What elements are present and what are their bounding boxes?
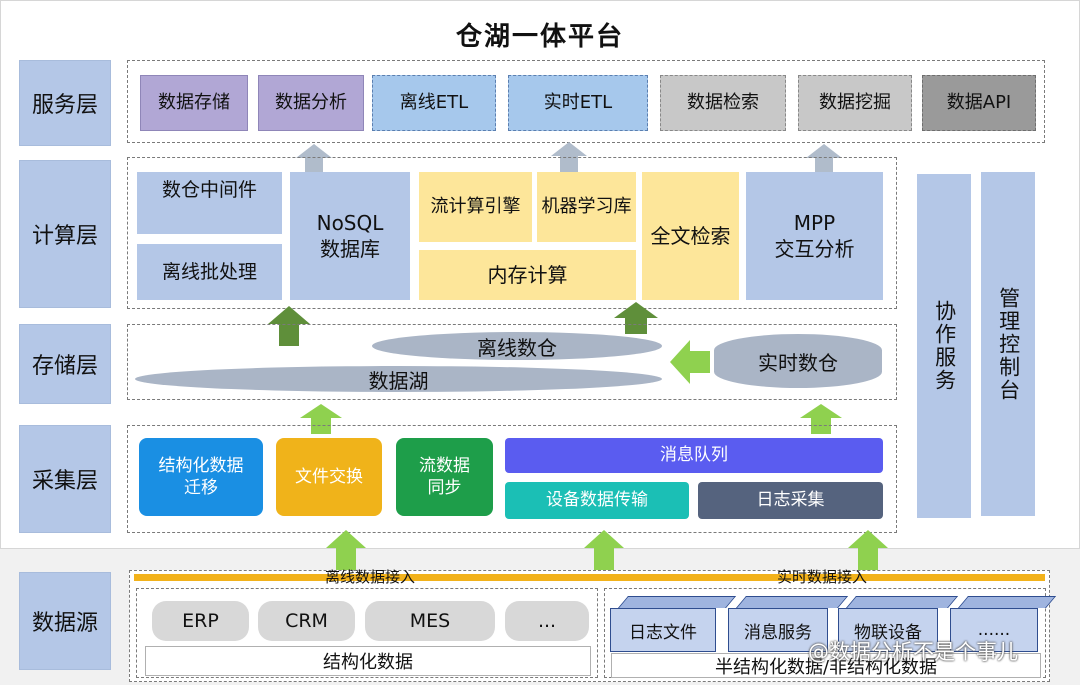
storage-realtime-dw: 实时数仓: [714, 334, 882, 388]
unstructured-data-label: 半结构化数据/非结构化数据: [611, 653, 1041, 678]
cube-top: [736, 596, 849, 608]
side-collab-label: 协作服务: [932, 300, 957, 392]
layer-service: 服务层: [19, 60, 111, 146]
compute-fulltext-search: 全文检索: [642, 172, 739, 300]
source-log-files: 日志文件: [610, 608, 716, 652]
structured-data-label: 结构化数据: [145, 646, 591, 676]
ingest-structured-migration: 结构化数据 迁移: [139, 438, 263, 516]
ingest-file-exchange: 文件交换: [276, 438, 382, 516]
arrow-up-icon: [268, 306, 310, 346]
service-data-mining: 数据挖掘: [798, 75, 912, 131]
service-layer-frame: [127, 60, 1045, 143]
compute-stream-engine: 流计算引擎: [419, 172, 532, 242]
layer-storage: 存储层: [19, 324, 111, 404]
arrow-up-icon: [584, 530, 624, 570]
structured-source-frame: [136, 588, 598, 678]
arrow-up-icon: [806, 144, 842, 174]
source-mes: MES: [365, 601, 495, 641]
arrow-left-icon: [670, 340, 710, 384]
compute-dw-middleware: 数仓中间件: [137, 172, 282, 234]
service-offline-etl: 离线ETL: [372, 75, 496, 131]
compute-layer-frame: [127, 157, 897, 309]
cube-top: [618, 596, 737, 608]
ingest-structured-label: 结构化数据 迁移: [158, 455, 244, 498]
arrow-up-icon: [800, 404, 842, 434]
compute-ml-library: 机器学习库: [537, 172, 636, 242]
source-erp: ERP: [152, 601, 249, 641]
ingest-stream-sync: 流数据 同步: [396, 438, 493, 516]
ingest-log-collection: 日志采集: [698, 482, 883, 519]
compute-nosql-db: NoSQL 数据库: [290, 172, 410, 300]
side-collab-service: 协作服务: [917, 174, 971, 518]
source-crm: CRM: [258, 601, 355, 641]
arrow-up-icon: [300, 404, 342, 434]
storage-layer-frame: [127, 324, 897, 400]
arrow-up-icon: [326, 530, 366, 570]
watermark: @数据分析不是个事儿: [808, 640, 1018, 664]
service-data-storage: 数据存储: [140, 75, 248, 131]
side-console-label: 管理控制台: [996, 286, 1021, 402]
arrow-up-icon: [551, 142, 587, 174]
ingest-stream-label: 流数据 同步: [419, 455, 470, 498]
arrow-up-icon: [614, 302, 658, 334]
service-data-search: 数据检索: [660, 75, 786, 131]
cube-top: [846, 596, 959, 608]
ingest-device-transfer: 设备数据传输: [505, 482, 689, 519]
compute-mpp-analysis: MPP 交互分析: [746, 172, 883, 300]
compute-mpp-label: MPP 交互分析: [774, 211, 855, 261]
layer-source: 数据源: [19, 572, 111, 670]
compute-offline-batch: 离线批处理: [137, 244, 282, 300]
realtime-access-label: 实时数据接入: [776, 568, 867, 586]
service-realtime-etl: 实时ETL: [508, 75, 648, 131]
source-message-service: 消息服务: [728, 608, 828, 652]
layer-ingest: 采集层: [19, 425, 111, 533]
arrow-up-icon: [848, 530, 888, 570]
arrow-up-icon: [296, 144, 332, 174]
service-data-analysis: 数据分析: [258, 75, 364, 131]
layer-compute: 计算层: [19, 160, 111, 308]
source-more-unstructured: ......: [950, 608, 1038, 652]
offline-access-label: 离线数据接入: [324, 568, 415, 586]
source-more: ...: [505, 601, 589, 641]
source-iot-devices: 物联设备: [838, 608, 938, 652]
source-access-bar: [134, 574, 1045, 581]
side-management-console: 管理控制台: [981, 172, 1035, 516]
compute-memory-compute: 内存计算: [419, 250, 636, 300]
compute-nosql-db-label: NoSQL 数据库: [316, 211, 384, 261]
storage-data-lake: 数据湖: [135, 366, 662, 393]
ingest-layer-frame: [127, 425, 897, 533]
service-data-api: 数据API: [922, 75, 1036, 131]
ingest-message-queue: 消息队列: [505, 438, 883, 473]
page-title: 仓湖一体平台: [455, 22, 624, 52]
cube-top: [958, 596, 1057, 608]
storage-offline-dw: 离线数仓: [372, 332, 662, 360]
